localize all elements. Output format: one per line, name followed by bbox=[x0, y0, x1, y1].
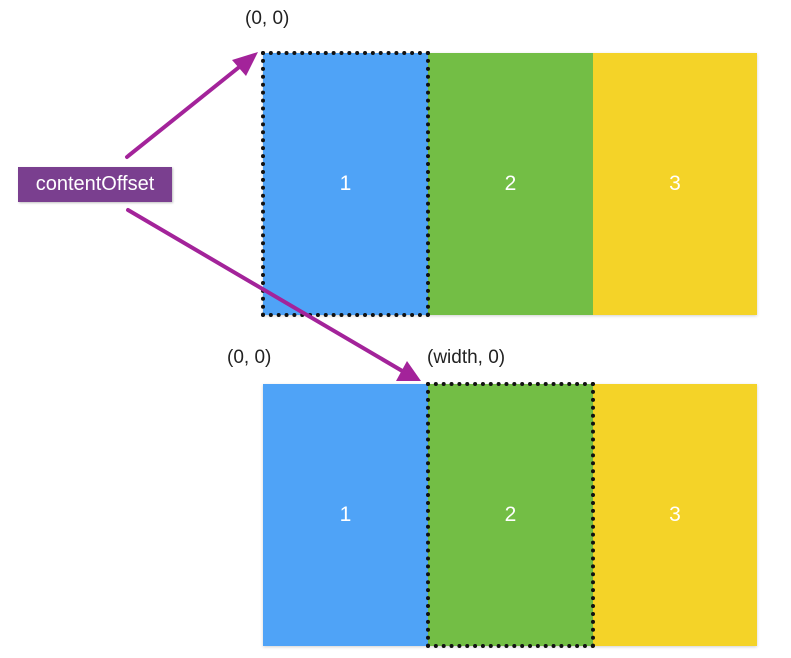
top-page-3: 3 bbox=[593, 53, 757, 315]
bottom-page-3-label: 3 bbox=[669, 503, 681, 526]
top-page-1: 1 bbox=[263, 53, 428, 315]
top-origin-label: (0, 0) bbox=[245, 8, 290, 29]
content-offset-label: contentOffset bbox=[35, 173, 155, 195]
bottom-content-row: 1 2 3 bbox=[263, 384, 757, 646]
bottom-origin-label: (0, 0) bbox=[227, 347, 272, 368]
bottom-offset-label: (width, 0) bbox=[427, 347, 506, 368]
content-offset-badge: contentOffset bbox=[18, 167, 172, 202]
bottom-page-2: 2 bbox=[428, 384, 593, 646]
arrow-to-top-origin bbox=[125, 52, 258, 159]
bottom-page-2-label: 2 bbox=[504, 503, 517, 526]
top-content-row: 1 2 3 bbox=[263, 53, 757, 315]
top-page-3-label: 3 bbox=[669, 172, 681, 195]
bottom-page-3: 3 bbox=[593, 384, 757, 646]
top-page-1-label: 1 bbox=[339, 172, 352, 195]
top-page-2-label: 2 bbox=[504, 172, 517, 195]
bottom-page-1-label: 1 bbox=[339, 503, 352, 526]
top-page-2: 2 bbox=[428, 53, 593, 315]
bottom-page-1: 1 bbox=[263, 384, 428, 646]
